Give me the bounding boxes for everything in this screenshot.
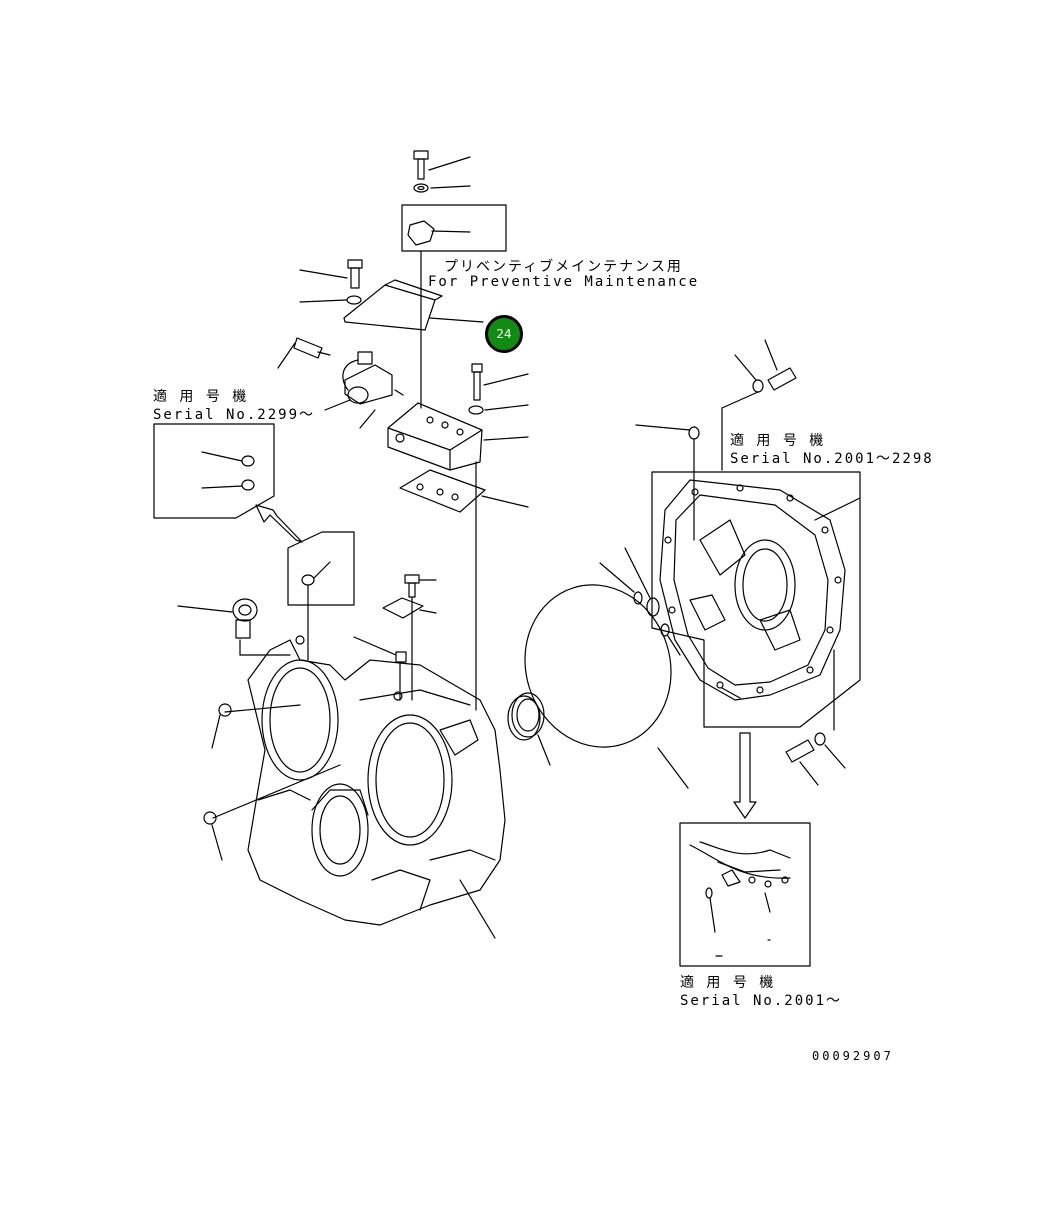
cover-bolts-top: [635, 339, 797, 541]
oil-seal: [507, 692, 551, 766]
preventive-plug-box: [401, 204, 507, 409]
preventive-note-jp: プリベンティブメインテナンス用: [444, 259, 683, 275]
o-ring-gasket: [524, 584, 689, 789]
serial-bottom-number: Serial No.2001～: [680, 993, 843, 1009]
gasket-plate: [399, 461, 529, 711]
plug-detail-box: [287, 531, 355, 661]
arrow-up-left: [255, 504, 303, 543]
callout-badge-24[interactable]: 24: [485, 315, 523, 353]
serial-box-right: [651, 471, 861, 728]
eye-bolt: [177, 598, 291, 656]
serial-bottom-title: 適 用 号 機: [680, 975, 776, 991]
sensor-assembly: [277, 337, 404, 429]
serial-box-bottom: [679, 822, 811, 967]
serial-right-title: 適 用 号 機: [730, 433, 826, 449]
transmission-housing: [247, 635, 506, 939]
preventive-note-en: For Preventive Maintenance: [428, 274, 700, 290]
small-o-rings: [599, 547, 681, 656]
serial-left-title: 適 用 号 機: [153, 389, 249, 405]
drawing-number: 00092907: [812, 1049, 894, 1063]
arrow-down: [733, 732, 757, 819]
valve-body: [387, 363, 529, 471]
housing-bolts: [203, 574, 437, 861]
serial-box-left: [153, 423, 275, 519]
serial-right-number: Serial No.2001～2298: [730, 451, 934, 467]
top-bolt: [413, 150, 471, 180]
cover-plate: [299, 259, 484, 331]
top-washer: [413, 183, 471, 193]
serial-left-number: Serial No.2299～: [153, 407, 316, 423]
cover-bolts-bottom: [785, 649, 846, 786]
